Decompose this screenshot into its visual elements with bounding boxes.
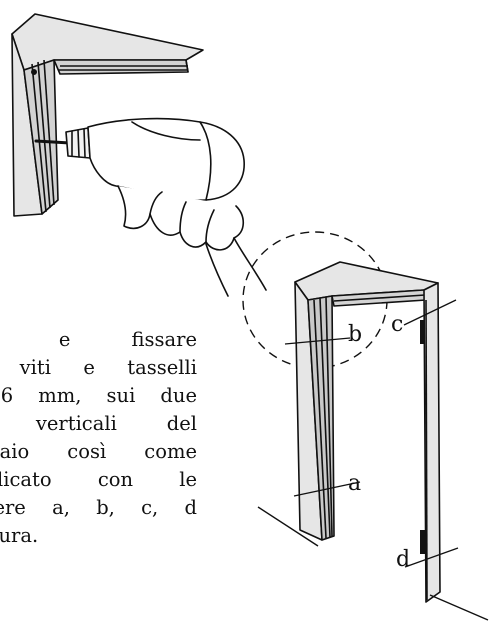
instruction-line: ø 6 mm, sui due	[0, 384, 197, 407]
leader-d	[404, 547, 459, 568]
callout-label-b: b	[348, 322, 362, 347]
floor-lines	[257, 506, 489, 621]
instruction-line: indicato con le	[0, 468, 197, 491]
callout-leaders	[284, 299, 459, 568]
instruction-line: con viti e tasselli	[0, 356, 197, 379]
leader-c	[403, 299, 457, 326]
instruction-line: in figura.	[0, 524, 39, 547]
leader-a	[293, 481, 361, 497]
instruction-text: forare e fissare con viti e tasselli ø 6…	[0, 327, 200, 607]
callout-label-d: d	[396, 547, 410, 572]
instruction-line: telaio così come	[0, 440, 197, 463]
instruction-line: lettere a, b, c, d	[0, 496, 197, 519]
frame-corner-detail	[11, 13, 204, 217]
callout-label-a: a	[348, 471, 361, 496]
instruction-line: lati verticali del	[0, 412, 197, 435]
callout-label-c: c	[391, 312, 403, 337]
instruction-line: forare e fissare	[0, 328, 197, 351]
door-frame-perspective	[294, 261, 441, 603]
power-drill-with-hand	[34, 117, 267, 297]
leader-b	[284, 337, 351, 345]
